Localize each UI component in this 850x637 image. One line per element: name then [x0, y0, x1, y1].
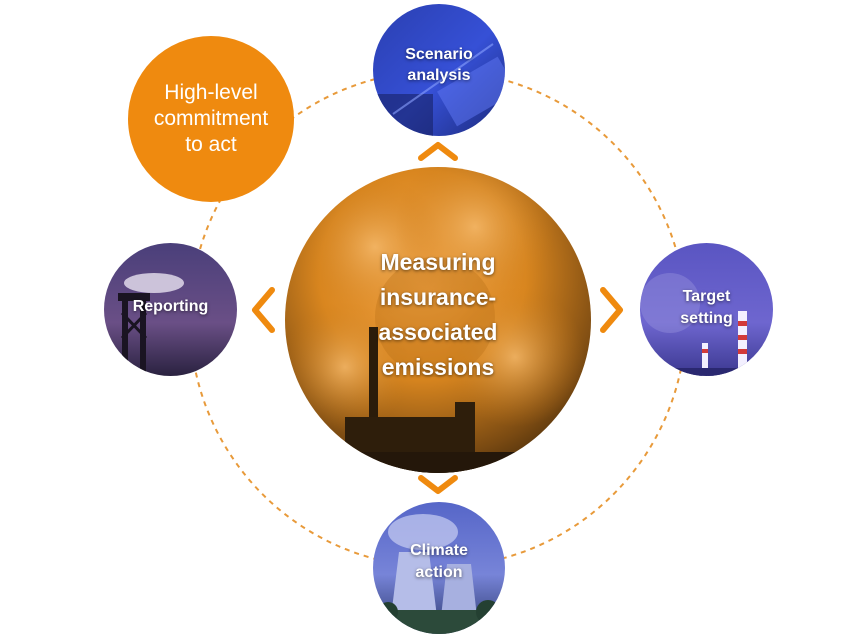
- node-scenario-label: Scenario analysis: [405, 46, 473, 84]
- node-climate-action: Climate action: [373, 502, 505, 634]
- center-node-measuring-emissions: Measuring insurance- associated emission…: [285, 167, 591, 473]
- node-reporting: Reporting: [104, 243, 237, 376]
- smokestack-emissions-photo: [285, 167, 591, 473]
- node-target-setting: Target setting: [640, 243, 773, 376]
- node-high-level-commitment: High-level commitment to act: [128, 36, 294, 202]
- node-reporting-label: Reporting: [132, 297, 209, 315]
- node-target-label: Target setting: [680, 287, 733, 327]
- target-setting-photo: [640, 243, 773, 376]
- node-commitment-label: High-level commitment to act: [153, 81, 269, 156]
- climate-action-photo: [373, 502, 505, 634]
- center-node-label: Measuring insurance- associated emission…: [378, 249, 498, 380]
- scenario-analysis-photo: [373, 4, 505, 136]
- node-climate-label: Climate action: [410, 542, 468, 581]
- reporting-photo: [104, 243, 237, 376]
- node-scenario-analysis: Scenario analysis: [373, 4, 505, 136]
